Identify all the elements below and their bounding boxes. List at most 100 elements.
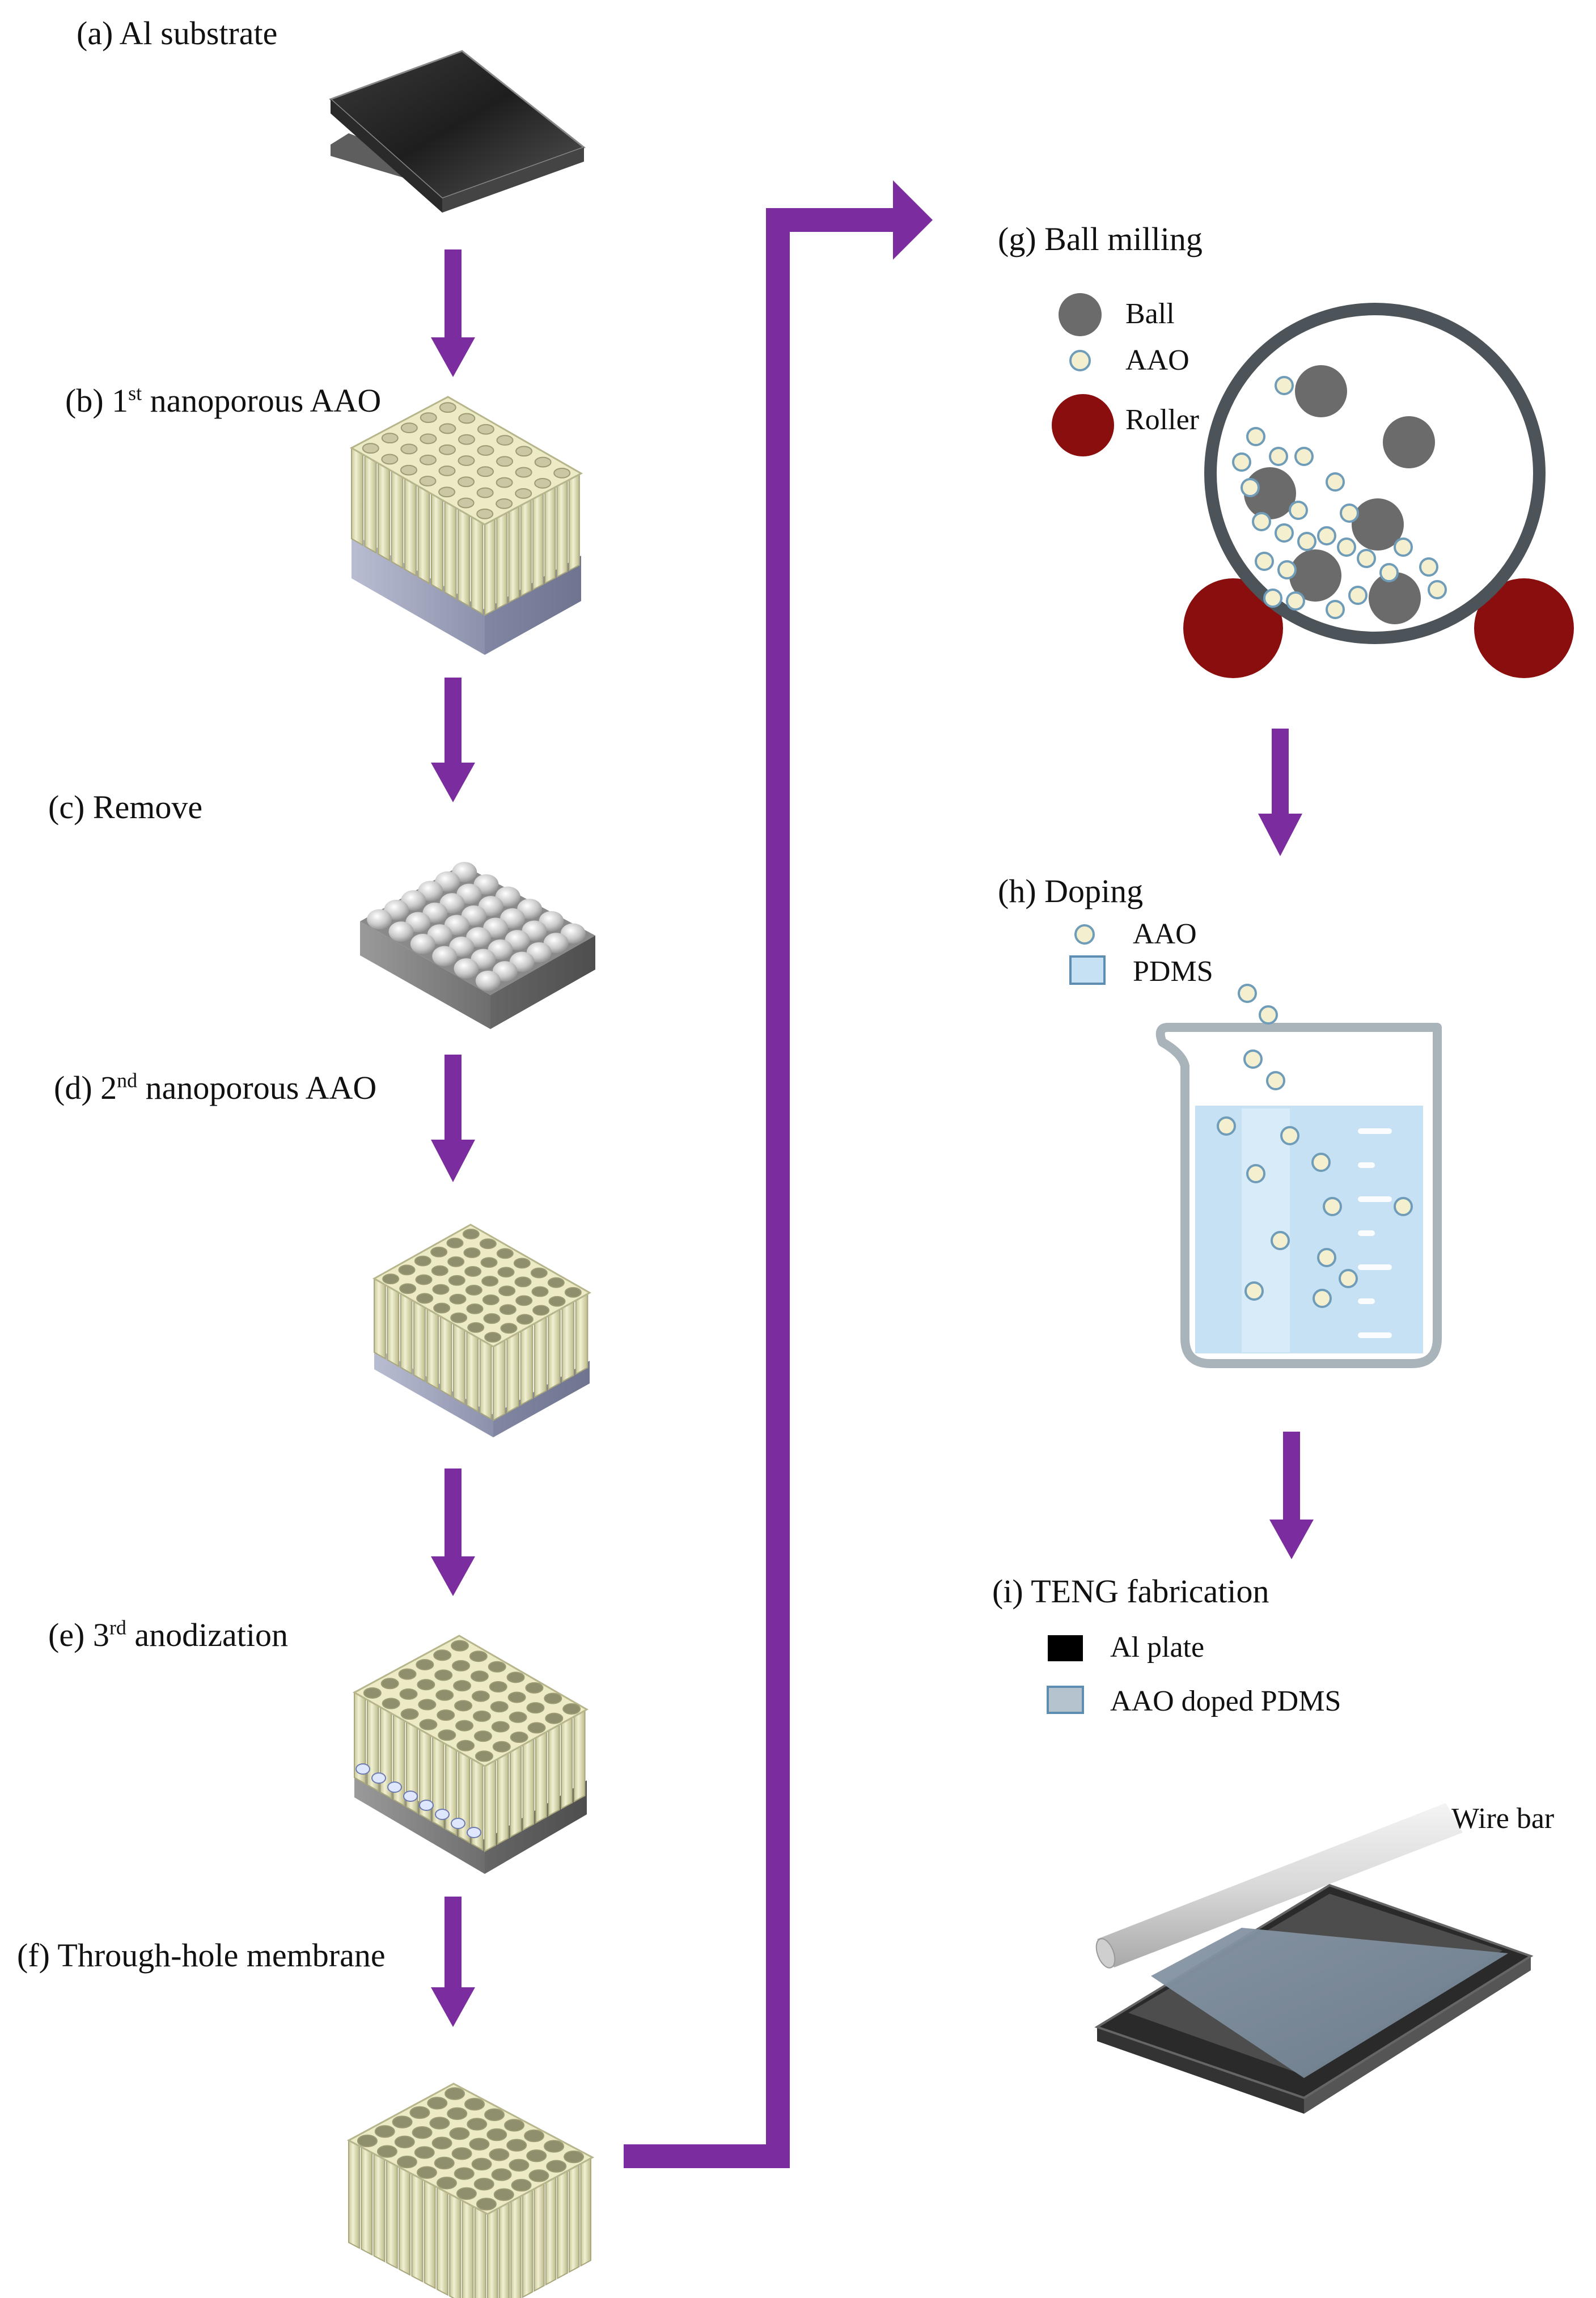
- aao-pore: [490, 1701, 509, 1713]
- aao-pore: [467, 1322, 485, 1333]
- through-hole-membrane-block: [346, 2083, 595, 2298]
- aao-pore: [381, 454, 399, 465]
- aao-pore: [458, 413, 476, 424]
- aao-particle: [1243, 1049, 1263, 1069]
- membrane-column: [487, 2207, 498, 2298]
- aao-column: [417, 485, 430, 585]
- aao-legend-marker: [1069, 350, 1091, 371]
- aao-pore: [398, 1264, 416, 1276]
- aao-particle: [1266, 1071, 1285, 1090]
- membrane-pore: [447, 2107, 468, 2121]
- aao-pore: [458, 476, 475, 488]
- surface-dimple: [475, 970, 501, 991]
- aao-pore: [489, 1681, 507, 1692]
- surface-dimple: [454, 958, 479, 979]
- aao-column: [413, 1300, 426, 1383]
- aao-pore: [531, 1286, 549, 1297]
- barrier-dimple: [435, 1809, 450, 1820]
- membrane-pore: [511, 2178, 532, 2192]
- aao-pore: [479, 1238, 497, 1250]
- aao-pore: [438, 444, 456, 455]
- membrane-pore: [486, 2128, 507, 2142]
- step-g-label: (g) Ball milling: [998, 221, 1203, 257]
- membrane-pore: [546, 2160, 567, 2173]
- step-c-label: (c) Remove: [48, 789, 203, 826]
- aao-first-block: [349, 396, 583, 655]
- aao-column: [535, 1730, 548, 1824]
- aao-pore: [438, 1729, 456, 1741]
- aao-particle: [1246, 427, 1265, 446]
- aao-pore: [398, 1668, 417, 1680]
- aao-particle: [1255, 552, 1274, 571]
- membrane-pore: [416, 2166, 437, 2179]
- aao-pore: [496, 435, 514, 446]
- beaker-graduation: [1358, 1128, 1392, 1134]
- beaker-graduation: [1358, 1230, 1375, 1236]
- aao-particle: [1232, 452, 1251, 472]
- surface-dimple: [432, 946, 458, 967]
- aao-column: [522, 1738, 535, 1831]
- aao-particle: [1340, 503, 1359, 523]
- teng-legend: [1047, 1635, 1084, 1714]
- aao-particle: [1280, 1126, 1299, 1145]
- membrane-pore: [396, 2155, 417, 2169]
- pdms-legend-marker: [1069, 955, 1106, 985]
- barrier-dimple: [467, 1827, 481, 1838]
- arrow-g-to-h: [1258, 729, 1302, 856]
- beaker-graduation: [1358, 1162, 1375, 1168]
- doping-legend: [1069, 924, 1106, 985]
- surface-dimple: [388, 921, 414, 942]
- aao-pore: [515, 467, 532, 478]
- aao-pore: [491, 1721, 510, 1733]
- aao-column: [378, 462, 390, 562]
- aao-pore: [496, 1248, 514, 1259]
- arrow-b-to-c: [431, 678, 475, 802]
- aao-column: [364, 454, 377, 554]
- membrane-pore: [491, 2168, 512, 2181]
- aao-pore: [496, 456, 514, 467]
- aao-pore: [515, 446, 533, 457]
- membrane-pore: [493, 2188, 514, 2201]
- aao-particle: [1263, 589, 1282, 608]
- membrane-pore: [506, 2139, 527, 2152]
- aao-particle: [1379, 563, 1399, 582]
- membrane-column: [386, 2159, 398, 2270]
- aao-column: [510, 1745, 522, 1838]
- membrane-column: [545, 2176, 557, 2286]
- aao-pore: [363, 1687, 382, 1699]
- aao-pore: [492, 1741, 511, 1753]
- membrane-pore: [392, 2115, 413, 2128]
- aao-pore: [527, 1722, 546, 1734]
- aao-column: [400, 1292, 413, 1375]
- membrane-pore: [451, 2147, 472, 2160]
- ball-mill-jar: [1183, 303, 1574, 678]
- aao-pore: [506, 1671, 525, 1683]
- barrier-dimple: [419, 1800, 434, 1811]
- aao-particle: [1238, 984, 1257, 1003]
- step-d-label: (d) 2nd nanoporous AAO: [54, 1069, 377, 1106]
- aao-pore: [458, 455, 475, 466]
- membrane-column: [510, 2195, 522, 2298]
- step-d-superscript: nd: [117, 1069, 138, 1092]
- aao-pore: [400, 464, 417, 476]
- membrane-pore: [431, 2136, 452, 2149]
- aao-column: [431, 493, 443, 593]
- aao-column: [496, 511, 508, 610]
- membrane-pore: [471, 2157, 492, 2171]
- aao-pore: [454, 1700, 473, 1712]
- aao-pore: [497, 1267, 515, 1278]
- aao-pore: [435, 1689, 454, 1701]
- aao-pore: [469, 1651, 488, 1662]
- aao-pore: [481, 1276, 499, 1286]
- beaker-graduation: [1358, 1057, 1392, 1063]
- membrane-pore: [473, 2177, 494, 2191]
- aao-column: [471, 515, 484, 615]
- membrane-column: [474, 2206, 486, 2298]
- ball-legend-label: Ball: [1125, 298, 1175, 330]
- membrane-column: [522, 2189, 534, 2298]
- aao-pore: [438, 486, 456, 498]
- aao-particle: [1241, 478, 1260, 497]
- aao-particle: [1313, 1289, 1332, 1308]
- aao-pore: [500, 1323, 518, 1334]
